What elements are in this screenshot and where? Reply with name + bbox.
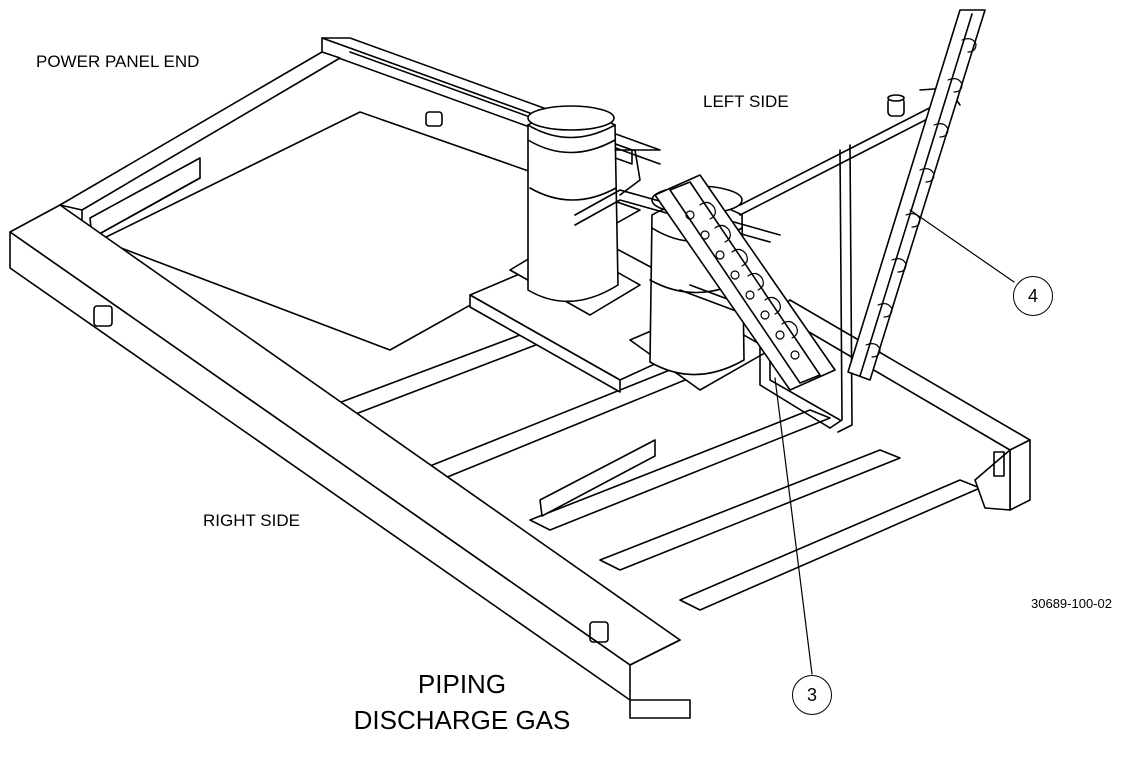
left-side-rail bbox=[774, 299, 1031, 511]
manifold-panel-4 bbox=[847, 9, 986, 381]
leader-line-4 bbox=[909, 209, 1015, 283]
drawing-title-line-2: DISCHARGE GAS bbox=[353, 705, 571, 735]
right-rail bbox=[9, 204, 691, 719]
back-rail-slot bbox=[425, 111, 443, 127]
leader-line-3 bbox=[774, 377, 813, 675]
leader-lines bbox=[774, 209, 1015, 675]
label-power-panel-end: POWER PANEL END bbox=[36, 52, 200, 71]
left-rail bbox=[59, 51, 341, 239]
callout-3: 3 bbox=[792, 675, 832, 715]
figure-number: 30689-100-02 bbox=[1031, 596, 1112, 611]
label-left-side: LEFT SIDE bbox=[703, 92, 789, 111]
compressor-1 bbox=[527, 105, 641, 303]
floor-pan bbox=[99, 111, 641, 351]
callout-4: 4 bbox=[1013, 276, 1053, 316]
right-rail-slot-1 bbox=[93, 305, 113, 327]
label-right-side: RIGHT SIDE bbox=[203, 511, 300, 530]
drawing-title-line-1: PIPING bbox=[417, 669, 507, 699]
right-rail-slot-2 bbox=[589, 621, 609, 643]
manifold-panel-3 bbox=[654, 174, 836, 391]
